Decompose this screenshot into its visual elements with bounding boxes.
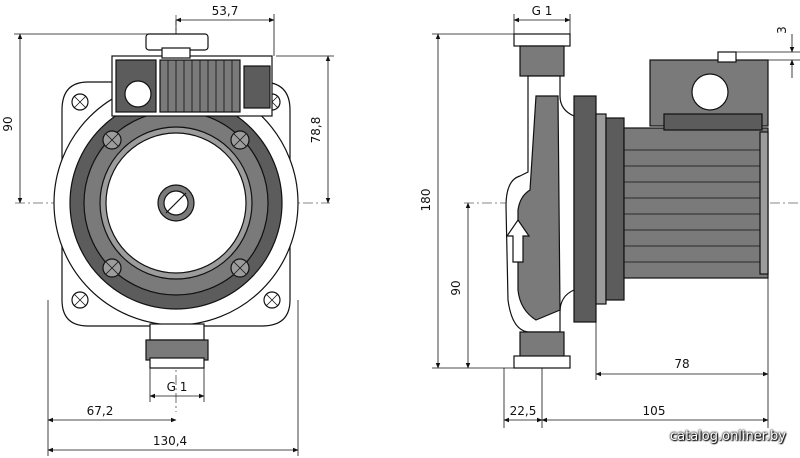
dim-78: 78 (674, 357, 689, 371)
dim-side-90: 90 (449, 280, 463, 295)
dim-105: 105 (643, 404, 666, 418)
dim-top-53-7: 53,7 (212, 4, 239, 18)
motor-body (623, 127, 769, 279)
dim-67-2: 67,2 (87, 404, 114, 418)
dim-right-78-8: 78,8 (309, 117, 323, 144)
watermark: catalog.onliner.by (669, 429, 786, 444)
pipe-body (505, 33, 575, 369)
bottom-port (145, 323, 209, 369)
side-thread-label: G 1 (532, 4, 553, 18)
terminal-box (111, 33, 273, 117)
dim-180: 180 (419, 189, 433, 212)
pump-volute (573, 95, 625, 323)
terminal-box-side (649, 51, 769, 131)
dim-22-5: 22,5 (510, 404, 537, 418)
inner-bolts (102, 130, 250, 278)
side-view: G 1 3 180 90 78 22,5 105 (419, 4, 800, 428)
front-thread-label: G 1 (167, 380, 188, 394)
dim-left-90: 90 (1, 116, 15, 131)
front-view: 53,7 90 78,8 G 1 67,2 130,4 (1, 4, 334, 456)
dim-130-4: 130,4 (153, 434, 187, 448)
dim-3: 3 (775, 26, 789, 34)
